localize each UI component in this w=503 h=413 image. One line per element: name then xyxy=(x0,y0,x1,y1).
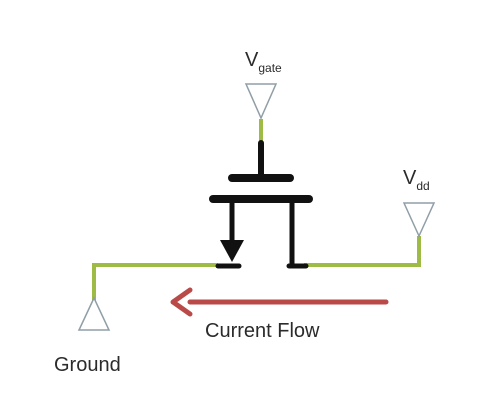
vgate-label: Vgate xyxy=(245,49,282,75)
ground-wire xyxy=(92,263,218,302)
vdd-label-sub: dd xyxy=(416,179,429,193)
ground-label: Ground xyxy=(54,354,121,376)
current-flow-label: Current Flow xyxy=(205,320,320,342)
vgate-label-sub: gate xyxy=(258,61,282,75)
vgate-label-main: V xyxy=(245,49,259,71)
ground-terminal-icon xyxy=(77,296,111,331)
current-flow-arrow-icon xyxy=(170,287,389,317)
vdd-wire xyxy=(304,236,421,267)
wires xyxy=(92,119,421,302)
vgate-terminal-icon xyxy=(244,83,278,120)
vdd-label: Vdd xyxy=(403,167,430,193)
source-arrow-icon xyxy=(220,240,244,262)
transistor-symbol xyxy=(209,140,313,269)
vdd-label-main: V xyxy=(403,167,417,189)
vdd-terminal-icon xyxy=(402,202,436,238)
